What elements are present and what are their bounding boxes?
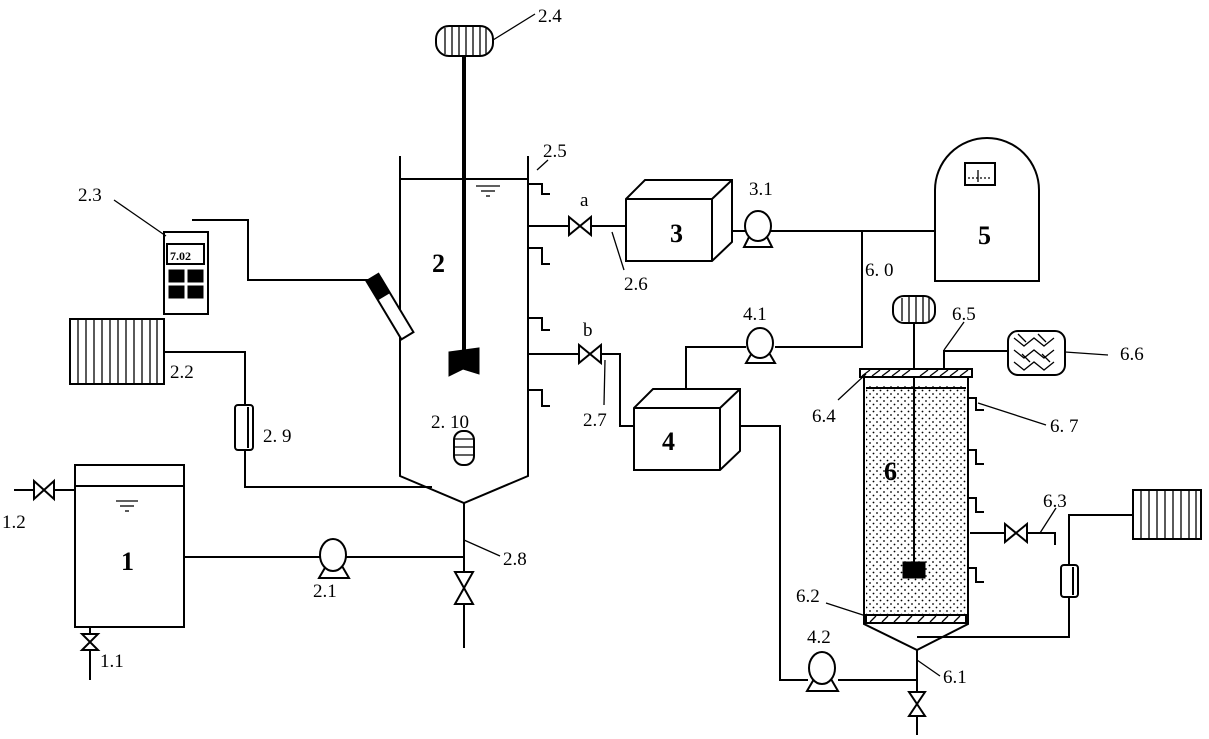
pump-icon bbox=[317, 210, 840, 692]
tank-4: 4 bbox=[633, 388, 741, 471]
label-2-6: 2.6 bbox=[624, 274, 648, 295]
label-6-6: 6.6 bbox=[1120, 344, 1144, 365]
unit-label-6: 6 bbox=[884, 457, 897, 486]
ph-probe-icon bbox=[365, 272, 415, 341]
heating-unit-6 bbox=[1060, 564, 1079, 598]
stirrer-motor-2-4 bbox=[435, 13, 536, 57]
tank-3: 3 bbox=[625, 179, 733, 262]
unit-label-4: 4 bbox=[662, 427, 675, 456]
label-3-1: 3.1 bbox=[749, 179, 773, 200]
label-6-2: 6.2 bbox=[796, 586, 820, 607]
sample-tap-icon bbox=[968, 397, 984, 583]
label-2-9: 2. 9 bbox=[263, 426, 292, 447]
heating-unit-2-9 bbox=[234, 404, 254, 451]
gas-filter-6-6 bbox=[1007, 330, 1066, 376]
label-6-3: 6.3 bbox=[1043, 491, 1067, 512]
label-6-0: 6. 0 bbox=[865, 260, 894, 281]
label-6-5: 6.5 bbox=[952, 304, 976, 325]
label-4-1: 4.1 bbox=[743, 304, 767, 325]
unit-label-5: 5 bbox=[978, 221, 991, 250]
label-2-7: 2.7 bbox=[583, 410, 607, 431]
column-reactor-6: 6 bbox=[859, 368, 984, 652]
feed-tank-1: 1 bbox=[74, 464, 185, 628]
ph-meter-2-3: 7.02 bbox=[113, 199, 209, 315]
label-2-4: 2.4 bbox=[538, 6, 562, 27]
label-6-7: 6. 7 bbox=[1050, 416, 1079, 437]
label-valve-a: a bbox=[580, 190, 589, 211]
label-2-5: 2.5 bbox=[543, 141, 567, 162]
valve-icon bbox=[33, 214, 1028, 717]
impeller-icon bbox=[902, 561, 926, 579]
labels: 1.2 1.1 2.1 2.2 2.3 2.4 2.5 2.6 2.7 2.8 … bbox=[2, 6, 1144, 688]
unit-label-2: 2 bbox=[432, 249, 445, 278]
label-1-1: 1.1 bbox=[100, 651, 124, 672]
label-2-1: 2.1 bbox=[313, 581, 337, 602]
label-2-2: 2.2 bbox=[170, 362, 194, 383]
label-2-3: 2.3 bbox=[78, 185, 102, 206]
unit-label-1: 1 bbox=[121, 547, 134, 576]
heater-2-2 bbox=[69, 318, 165, 385]
label-6-4: 6.4 bbox=[812, 406, 836, 427]
heater-element-icon bbox=[453, 430, 475, 466]
stirrer-motor-6-0 bbox=[892, 295, 936, 324]
impeller-icon bbox=[448, 347, 480, 377]
pipes bbox=[14, 57, 1133, 735]
label-2-10: 2. 10 bbox=[431, 412, 469, 433]
label-4-2: 4.2 bbox=[807, 627, 831, 648]
label-6-1: 6.1 bbox=[943, 667, 967, 688]
meter-display-text: 7.02 bbox=[170, 249, 191, 263]
heater-6-3 bbox=[1132, 489, 1202, 540]
sample-tap-icon bbox=[528, 183, 550, 407]
unit-label-3: 3 bbox=[670, 219, 683, 248]
label-valve-b: b bbox=[583, 320, 593, 341]
gas-collector-5: 5 bbox=[934, 137, 1040, 282]
label-1-2: 1.2 bbox=[2, 512, 26, 533]
label-2-8: 2.8 bbox=[503, 549, 527, 570]
leader-lines bbox=[463, 231, 1109, 677]
reactor-2: 2 bbox=[365, 156, 550, 505]
